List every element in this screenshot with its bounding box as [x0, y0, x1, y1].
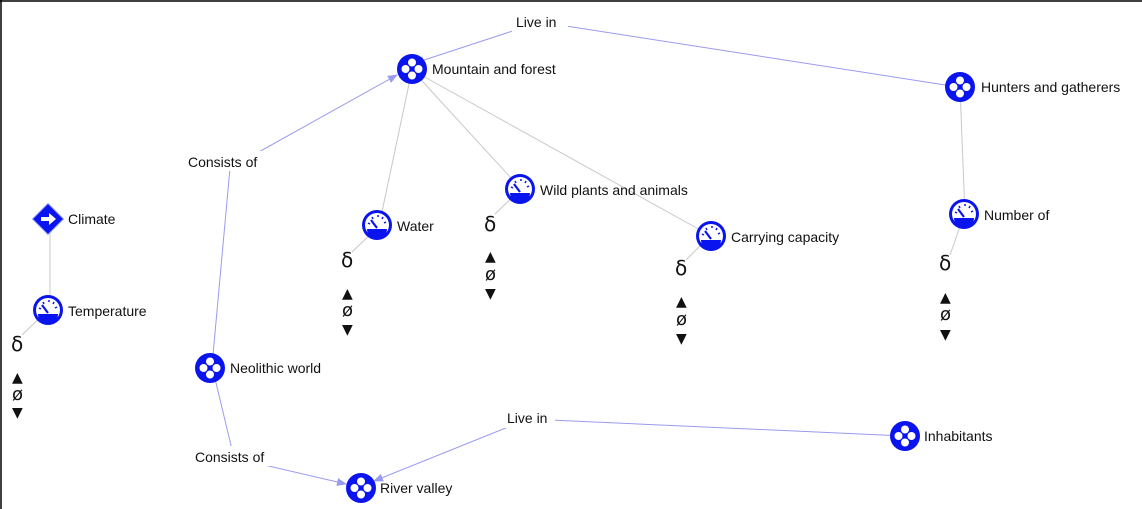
quantity-space-water: δ ▲ ø ▼ [341, 248, 353, 338]
up-arrow-icon: ▲ [676, 294, 687, 310]
link-neolithic-to-river [211, 365, 347, 486]
down-arrow-icon: ▼ [485, 286, 496, 302]
up-arrow-icon: ▲ [485, 249, 496, 265]
link-hunters-to-mountain [414, 21, 959, 88]
gauge-icon [694, 219, 728, 253]
gauge-icon [360, 208, 394, 242]
down-arrow-icon: ▼ [940, 327, 951, 343]
link-hunters-number [959, 86, 966, 216]
down-arrow-icon: ▼ [342, 322, 353, 338]
derivative-symbol: δ [939, 251, 951, 275]
node-temperature[interactable]: Temperature [31, 293, 147, 327]
node-hunters-and-gatherers[interactable]: Hunters and gatherers [945, 72, 1120, 102]
entity-icon [945, 72, 975, 102]
quantity-space-temperature: δ ▲ ø ▼ [11, 332, 23, 421]
entity-icon [195, 353, 225, 383]
node-water[interactable]: Water [360, 208, 434, 242]
node-carrying-capacity[interactable]: Carrying capacity [694, 219, 839, 253]
node-climate[interactable]: Climate [31, 202, 116, 236]
zero-value-symbol: ø [485, 264, 496, 285]
relation-label-live-in-bottom: Live in [507, 410, 547, 426]
quantity-space-wild: δ ▲ ø ▼ [484, 212, 496, 302]
relation-label-consists-of-upper: Consists of [188, 154, 257, 170]
link-mountain-carrying [411, 69, 712, 237]
entity-icon [397, 54, 427, 84]
zero-value-symbol: ø [940, 304, 951, 325]
gauge-icon [503, 172, 537, 206]
derivative-symbol: δ [484, 212, 496, 236]
node-mountain-and-forest[interactable]: Mountain and forest [397, 54, 556, 84]
node-label-climate: Climate [68, 211, 116, 227]
entity-icon [890, 421, 920, 451]
quantity-space-number: δ ▲ ø ▼ [939, 251, 951, 343]
down-arrow-icon: ▼ [676, 331, 687, 347]
node-label-neolithic: Neolithic world [230, 360, 321, 376]
node-label-temperature: Temperature [68, 303, 147, 319]
link-mountain-wild [411, 69, 523, 191]
node-wild-plants-and-animals[interactable]: Wild plants and animals [503, 172, 688, 206]
node-label-wild: Wild plants and animals [540, 182, 688, 198]
link-mountain-water [378, 69, 413, 227]
entity-icon [346, 473, 376, 503]
derivative-symbol: δ [675, 256, 687, 280]
node-label-number: Number of [984, 207, 1049, 223]
node-inhabitants[interactable]: Inhabitants [890, 421, 993, 451]
node-label-hunters: Hunters and gatherers [981, 79, 1120, 95]
derivative-symbol: δ [11, 332, 23, 356]
relation-label-consists-of-lower: Consists of [195, 449, 264, 465]
zero-value-symbol: ø [342, 300, 353, 321]
node-label-carrying: Carrying capacity [731, 229, 839, 245]
node-neolithic-world[interactable]: Neolithic world [195, 353, 321, 383]
down-arrow-icon: ▼ [12, 405, 23, 421]
zero-value-symbol: ø [12, 384, 23, 405]
up-arrow-icon: ▲ [12, 370, 23, 386]
quantity-space-carrying: δ ▲ ø ▼ [675, 256, 687, 347]
node-label-water: Water [397, 218, 434, 234]
gauge-icon [947, 197, 981, 231]
zero-value-symbol: ø [676, 309, 687, 330]
gauge-icon [31, 293, 65, 327]
relation-label-live-in-top: Live in [516, 14, 556, 30]
up-arrow-icon: ▲ [940, 290, 951, 306]
node-river-valley[interactable]: River valley [346, 473, 452, 503]
link-inhabitants-to-river [373, 418, 906, 482]
node-number-of[interactable]: Number of [947, 197, 1049, 231]
node-label-mountain: Mountain and forest [432, 61, 556, 77]
derivative-symbol: δ [341, 248, 353, 272]
node-label-inhabitants: Inhabitants [924, 428, 993, 444]
node-label-river: River valley [380, 480, 452, 496]
up-arrow-icon: ▲ [342, 286, 353, 302]
diamond-arrow-icon [31, 202, 65, 236]
